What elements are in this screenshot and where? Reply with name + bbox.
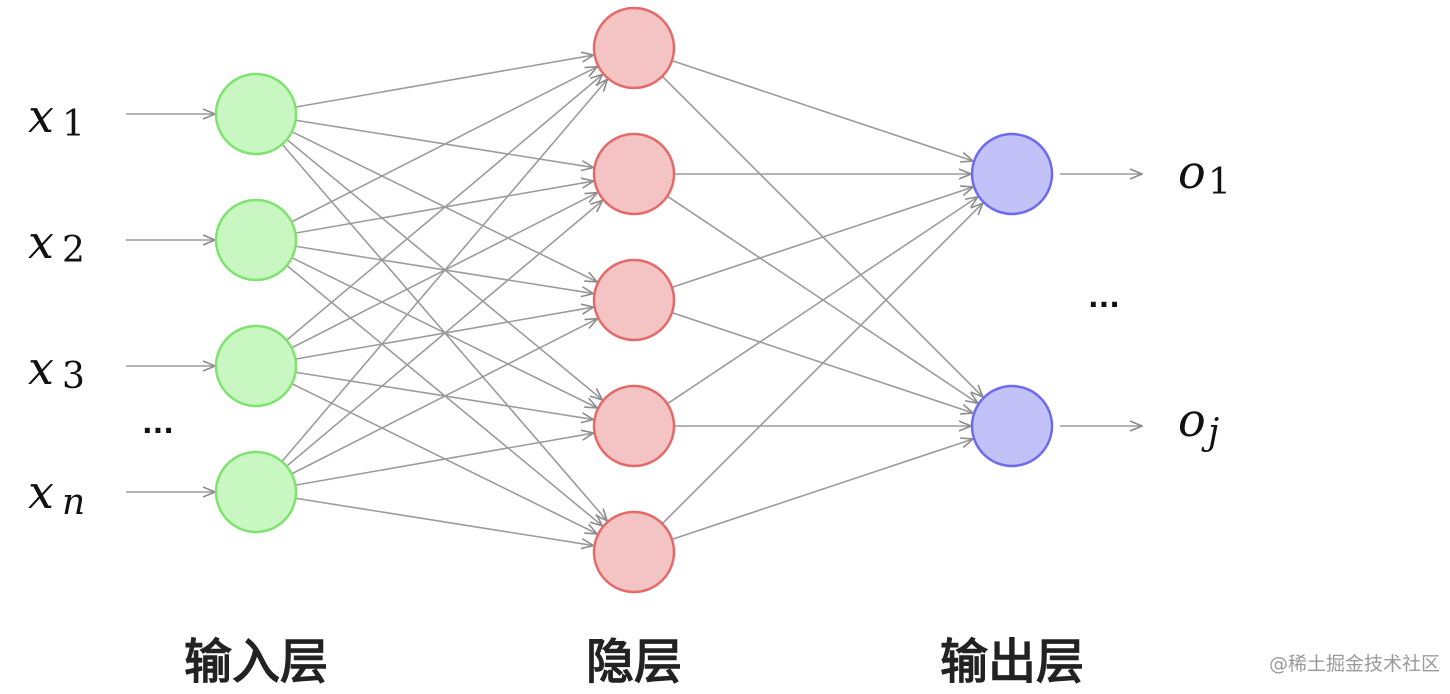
edge-hidden-3-output-1 xyxy=(671,187,973,289)
output-node-2 xyxy=(970,384,1054,468)
edge-hidden-5-output-2 xyxy=(671,439,973,541)
input-node-4 xyxy=(214,450,298,534)
input-label-3-sub: 3 xyxy=(62,356,85,397)
edge-hidden-4-output-1 xyxy=(666,197,978,405)
output-label-1-sub: 1 xyxy=(1208,162,1231,203)
output-ellipsis: ... xyxy=(1088,281,1120,314)
output-label-1-var: o xyxy=(1178,145,1206,199)
edge-input-1-hidden-1 xyxy=(295,55,593,108)
input-label-n-sub: n xyxy=(62,482,85,523)
output-node-1 xyxy=(970,132,1054,216)
hidden-layer-label: 隐层 xyxy=(586,634,682,690)
output-layer-label: 输出层 xyxy=(940,634,1084,690)
input-label-2-sub: 2 xyxy=(62,230,85,271)
edge-input-2-hidden-1 xyxy=(291,67,598,223)
edge-input-4-hidden-2 xyxy=(286,200,603,467)
input-label-1-var: x xyxy=(28,89,54,143)
input-ellipsis: ... xyxy=(142,407,174,440)
edge-input-3-hidden-1 xyxy=(286,74,603,341)
input-layer-label: 输入层 xyxy=(184,634,328,690)
hidden-node-1 xyxy=(592,6,676,90)
input-node-2 xyxy=(214,198,298,282)
hidden-node-3 xyxy=(592,258,676,342)
edge-input-4-hidden-3 xyxy=(291,319,598,475)
input-label-3-var: x xyxy=(28,341,54,395)
edge-hidden-1-output-1 xyxy=(671,59,973,161)
hidden-node-5 xyxy=(592,510,676,594)
watermark-text: @稀土掘金技术社区 xyxy=(1269,653,1440,675)
input-node-1 xyxy=(214,72,298,156)
connection-edges xyxy=(126,55,1142,546)
input-label-n-var: x xyxy=(28,465,54,519)
edge-input-4-hidden-4 xyxy=(295,433,593,486)
edge-hidden-5-output-1 xyxy=(661,203,983,525)
input-label-2-var: x xyxy=(28,215,54,269)
output-label-j-var: o xyxy=(1178,393,1206,447)
hidden-node-4 xyxy=(592,384,676,468)
neuron-nodes xyxy=(214,6,1054,594)
edge-input-4-hidden-5 xyxy=(295,497,594,545)
input-label-1-sub: 1 xyxy=(62,104,85,145)
edge-input-4-hidden-1 xyxy=(281,79,607,463)
hidden-node-2 xyxy=(592,132,676,216)
input-node-3 xyxy=(214,324,298,408)
